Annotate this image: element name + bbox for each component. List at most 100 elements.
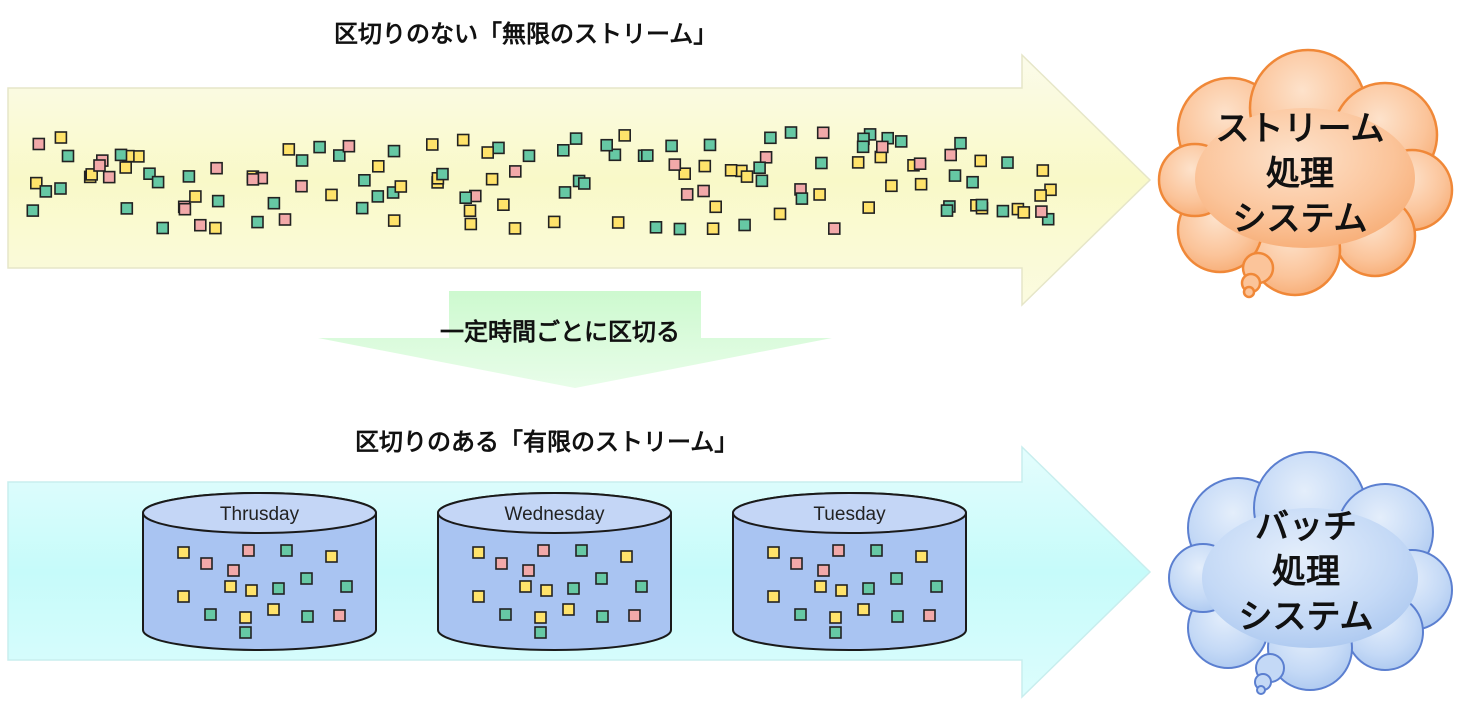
event-square [923,609,936,622]
event-square [940,204,954,217]
event-square [464,217,478,231]
event-square [870,544,883,557]
event-square [1001,156,1014,169]
event-square [495,557,508,570]
event-square [177,590,190,603]
event-square [425,138,439,151]
event-square [178,202,192,216]
event-square [481,146,495,159]
event-square [325,550,338,563]
event-square [974,154,988,168]
event-square [29,176,43,190]
event-square [295,179,308,193]
event-square [885,179,898,193]
event-square [620,550,633,563]
event-square [472,546,485,559]
event-square [784,126,798,139]
event-square [189,190,202,203]
event-square [724,164,738,177]
event-square [387,144,401,158]
event-square [224,580,237,593]
event-square [790,557,803,570]
event-square [200,557,213,570]
event-square [497,198,510,211]
stream-processing-label: ストリーム 処理 システム [1180,107,1420,242]
event-square [387,214,401,227]
event-square [562,603,575,616]
event-square [151,175,165,189]
bounded-stream-caption: 区切りのある「有限のストリーム」 [355,428,739,456]
event-square [894,135,908,148]
event-square [1035,205,1048,218]
event-square [851,156,865,169]
batch-day-label: Tuesday [813,504,886,525]
event-square [456,133,470,147]
event-square [862,201,876,214]
event-square [890,572,903,585]
event-square [611,216,625,229]
event-square [114,148,128,162]
event-square [794,608,807,621]
event-square [608,148,622,162]
event-square [342,139,356,153]
event-square [177,546,190,559]
event-square [119,161,132,174]
stream-processing-cloud [1157,48,1454,299]
event-square [472,590,485,603]
event-square [300,572,313,585]
event-square [738,218,751,232]
unbounded-stream-caption: 区切りのない「無限のストリーム」 [334,20,718,48]
event-square [569,132,583,145]
event-square [577,177,591,190]
event-square [211,194,225,208]
event-square [534,611,547,624]
event-square [54,131,68,144]
event-square [204,608,217,621]
event-square [120,202,134,215]
event-square [640,149,654,162]
cylinder-lid [437,492,672,534]
event-square [767,590,780,603]
event-square [485,172,499,186]
cylinder-lid [142,492,377,534]
batch-cloud-line: バッチ [1255,507,1357,547]
batch-cylinder: Thrusday [142,492,377,651]
event-square [556,144,570,157]
event-square [355,201,369,215]
event-square [239,611,252,624]
event-square [371,190,385,203]
event-square [267,603,280,616]
event-square [567,582,580,595]
event-square [875,140,889,154]
event-square [755,174,769,188]
event-square [547,215,561,229]
event-square [239,626,252,639]
event-square [313,140,326,154]
event-square [668,158,682,171]
event-square [54,182,67,195]
event-square [534,626,547,639]
event-square [278,213,292,226]
event-square [827,222,841,235]
stream-events [26,126,1057,236]
event-square [862,582,875,595]
event-square [332,149,346,162]
event-square [678,167,692,180]
event-square [814,580,827,593]
event-square [295,154,309,167]
event-square [267,196,281,210]
event-square [325,188,338,202]
event-square [280,544,293,557]
event-square [673,222,687,236]
event-square [856,140,870,154]
event-square [575,544,588,557]
stream-cloud-line: 処理 [1266,154,1334,194]
event-square [499,608,512,621]
event-square [913,157,927,170]
event-square [519,580,532,593]
event-square [764,131,777,145]
event-square [891,610,904,623]
event-square [703,138,717,152]
event-square [394,180,408,193]
